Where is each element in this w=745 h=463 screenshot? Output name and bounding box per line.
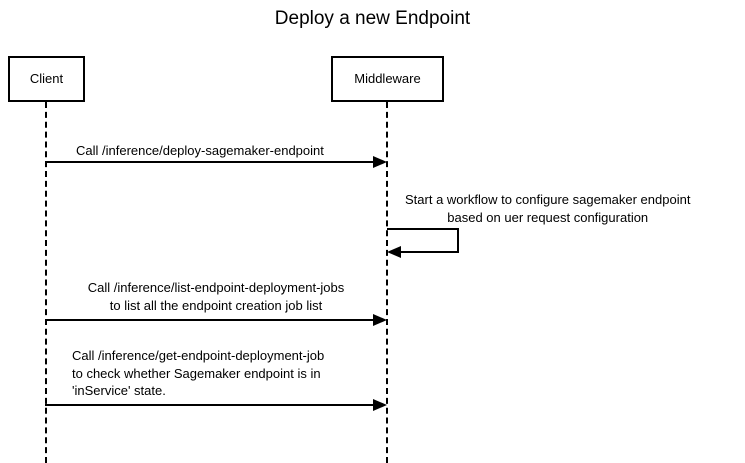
message-label-line: to list all the endpoint creation job li… xyxy=(109,297,323,313)
lifeline-client xyxy=(45,102,47,463)
lifeline-middleware xyxy=(386,102,388,463)
message-arrow-line-3 xyxy=(45,404,373,406)
message-label-line: Call /inference/list-endpoint-deployment… xyxy=(87,280,345,295)
self-message-line-right xyxy=(457,228,459,252)
page-title: Deploy a new Endpoint xyxy=(274,8,471,29)
participant-label-client: Client xyxy=(29,71,64,86)
message-label-line: to check whether Sagemaker endpoint is i… xyxy=(72,365,321,381)
arrowhead-right-icon-2 xyxy=(373,314,387,326)
message-arrow-line-1 xyxy=(45,161,373,163)
message-label-start-workflow: Start a workflow to configure sagemaker … xyxy=(405,191,690,226)
message-label-deploy-sagemaker-endpoint: Call /inference/deploy-sagemaker-endpoin… xyxy=(76,142,324,160)
arrowhead-right-icon-1 xyxy=(373,156,387,168)
message-label-line: Call /inference/deploy-sagemaker-endpoin… xyxy=(76,143,324,158)
self-message-line-top xyxy=(387,228,459,230)
participant-box-middleware[interactable]: Middleware xyxy=(331,56,444,102)
message-label-get-endpoint-deployment-job: Call /inference/get-endpoint-deployment-… xyxy=(72,347,324,400)
message-arrow-line-2 xyxy=(45,319,373,321)
participant-box-client[interactable]: Client xyxy=(8,56,85,102)
arrowhead-left-icon-self xyxy=(387,246,401,258)
self-message-line-bottom xyxy=(401,251,459,253)
message-label-line: based on uer request configuration xyxy=(447,209,649,225)
message-label-line: Start a workflow to configure sagemaker … xyxy=(405,192,691,207)
participant-label-middleware: Middleware xyxy=(354,71,421,86)
message-label-line: Call /inference/get-endpoint-deployment-… xyxy=(72,348,325,363)
message-label-line: 'inService' state. xyxy=(72,383,166,398)
message-label-list-endpoint-deployment-jobs: Call /inference/list-endpoint-deployment… xyxy=(71,279,361,314)
arrowhead-right-icon-3 xyxy=(373,399,387,411)
